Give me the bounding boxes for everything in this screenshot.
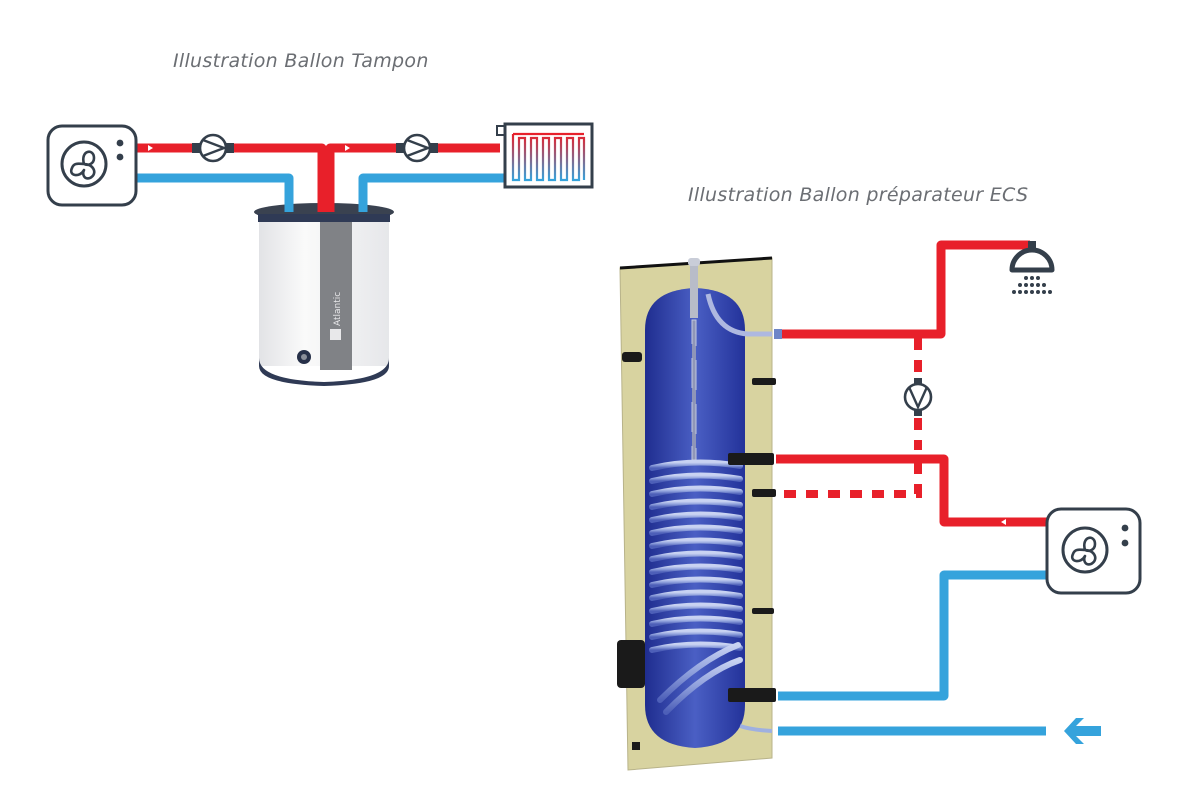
radiator[interactable] (496, 122, 594, 189)
heat-pump-unit[interactable] (46, 124, 138, 207)
cylinder-ports (617, 352, 776, 750)
cold-return-pipe (136, 173, 294, 212)
fan-icon (1061, 526, 1109, 574)
buffer-tank[interactable]: Atlantic (254, 203, 394, 386)
primary-flow-pipe (776, 454, 1050, 527)
hot-pipes-right (776, 240, 1050, 527)
primary-return-pipe (778, 570, 1050, 701)
buffer-tank-diagram: Atlantic (46, 122, 594, 386)
water-drops-icon (1012, 276, 1052, 294)
heat-pump-unit-right[interactable] (1045, 507, 1142, 595)
dhw-cylinder[interactable] (617, 256, 782, 771)
hot-radiator-pipe (325, 143, 500, 212)
circulator-pump-1[interactable] (192, 133, 234, 163)
flow-arrow-icon (148, 145, 153, 151)
cold-radiator-return-pipe (358, 173, 505, 212)
fan-blades-icon (1070, 536, 1097, 566)
radiator-fins-icon (511, 132, 586, 182)
tank-band (320, 214, 352, 370)
brand-logo-icon (330, 329, 341, 340)
dhw-diagram (617, 240, 1142, 771)
indicator-dot-icon (1121, 539, 1129, 547)
indicator-dot-icon (116, 139, 124, 147)
buffer-tank-title: Illustration Ballon Tampon (173, 50, 429, 72)
cold-pipes-right (778, 570, 1050, 736)
fan-icon (60, 140, 108, 188)
recirculation-pump[interactable] (903, 378, 933, 416)
recirculation-pipe (782, 338, 922, 498)
circulator-pump-2[interactable] (396, 133, 438, 163)
fan-blades-icon (69, 150, 96, 180)
shower-head[interactable] (1009, 241, 1055, 294)
shower-icon (1009, 247, 1055, 273)
hot-water-outlet-pipe (778, 240, 1030, 339)
tank-brand-label: Atlantic (333, 292, 343, 326)
heat-exchanger-coil (649, 459, 743, 715)
indicator-dot-icon (116, 153, 124, 161)
cold-inlet-arrow-icon (1064, 718, 1101, 744)
indicator-dot-icon (1121, 524, 1129, 532)
flow-arrow-icon (345, 145, 350, 151)
dhw-tank-title: Illustration Ballon préparateur ECS (688, 184, 1029, 206)
flow-arrow-icon (1001, 519, 1006, 525)
